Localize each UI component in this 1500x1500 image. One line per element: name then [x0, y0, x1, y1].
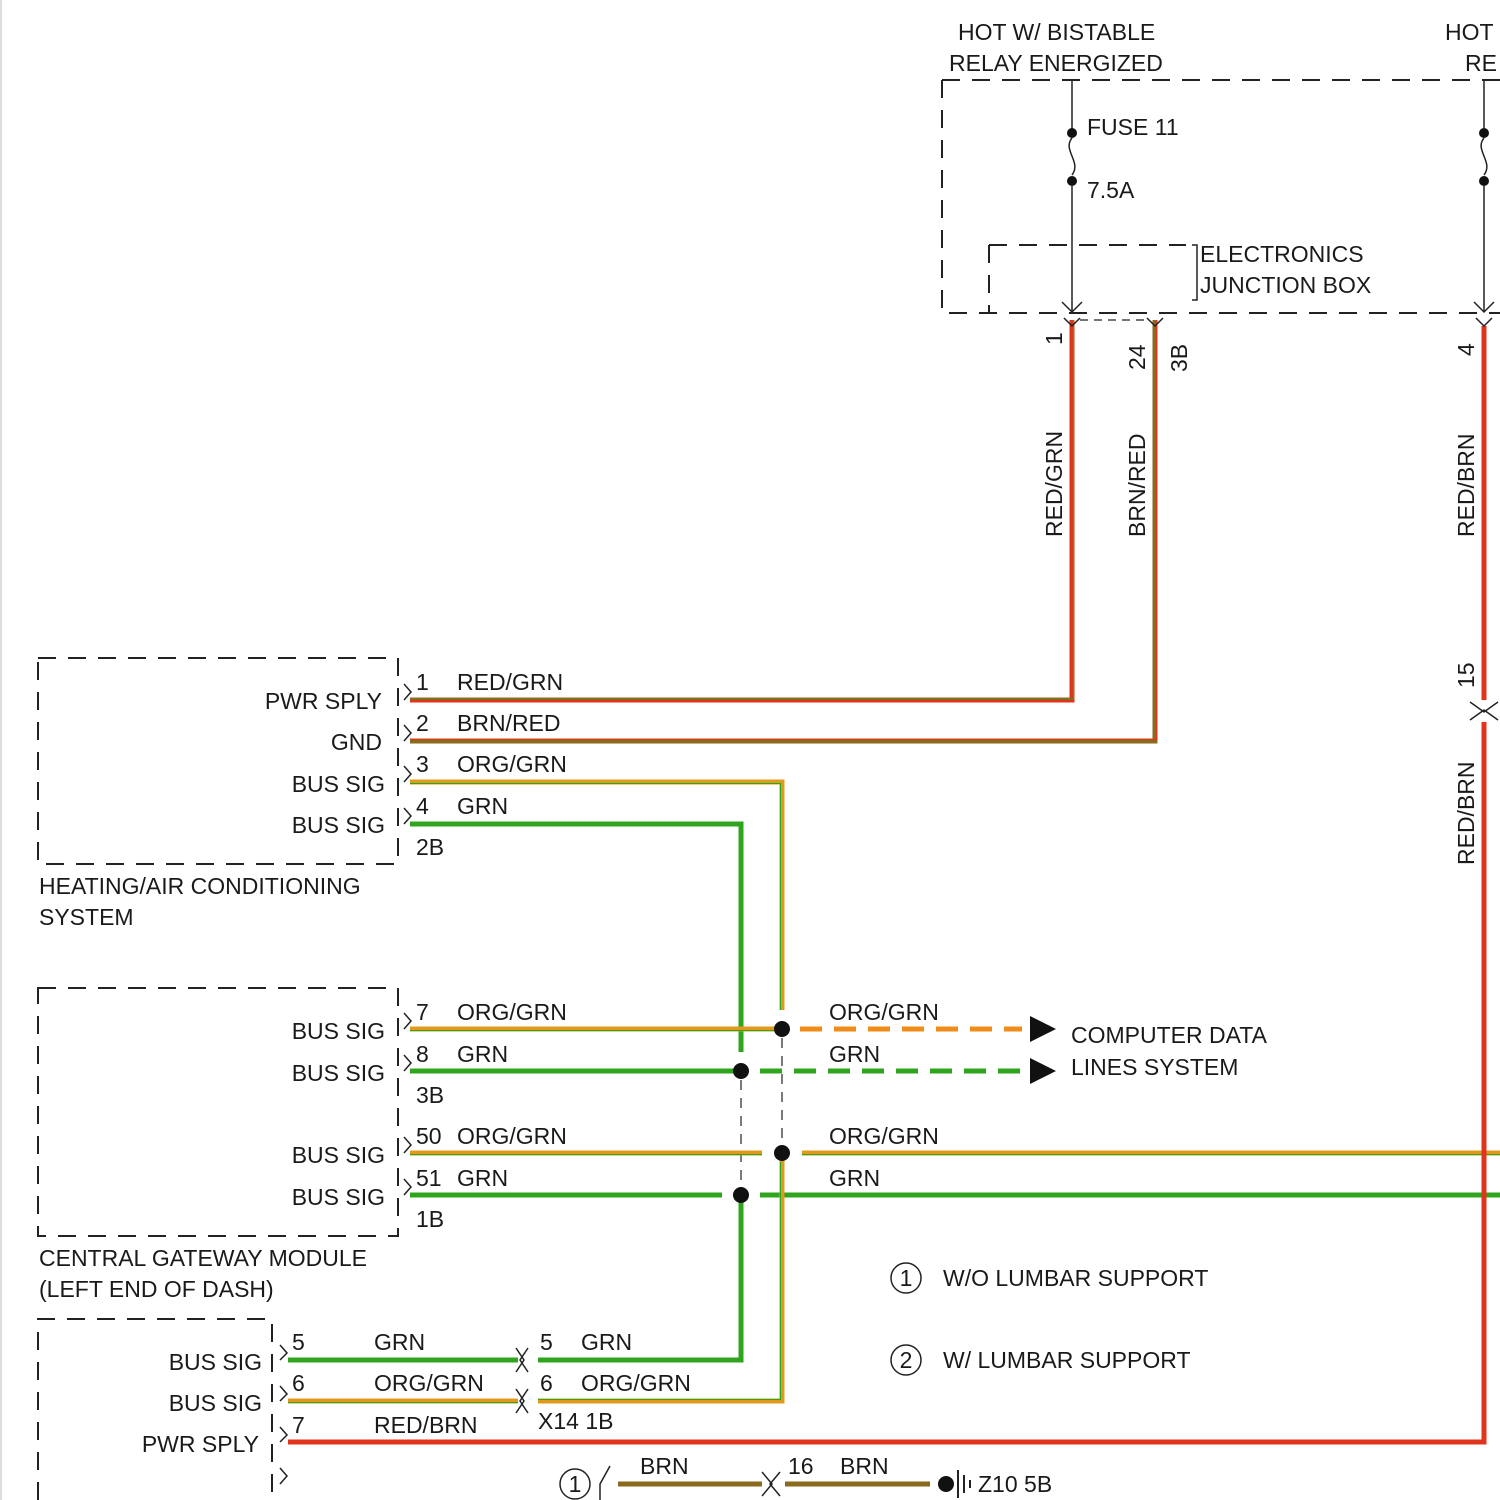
hvac-pin-2-function: GND	[331, 729, 382, 755]
hot2-label-line1: HOT	[1445, 19, 1494, 45]
hvac-name-line2: SYSTEM	[39, 904, 134, 930]
ground-icon	[958, 1470, 970, 1498]
gw-connector-1b: 1B	[416, 1206, 444, 1232]
gw-pin-8-right-wire: GRN	[829, 1041, 880, 1067]
hot2-label-line2: RE	[1465, 50, 1497, 76]
x14-pin-6-wire: ORG/GRN	[581, 1370, 691, 1396]
wire-red-grn	[410, 320, 1072, 700]
gateway-connector-marks	[404, 1013, 411, 1195]
gw-pin-7-right-wire: ORG/GRN	[829, 999, 939, 1025]
splice-dot	[733, 1187, 749, 1203]
hvac-pin-3-number: 3	[416, 751, 429, 777]
gw-pin-50-function: BUS SIG	[292, 1142, 385, 1168]
central-gateway-module: BUS SIG BUS SIG BUS SIG BUS SIG 7 8 50 5…	[38, 988, 939, 1302]
seat-pin-6-number: 6	[292, 1370, 305, 1396]
hvac-pin-4-number: 4	[416, 793, 429, 819]
hvac-connector-marks	[404, 684, 411, 824]
gw-pin-7-wire: ORG/GRN	[457, 999, 567, 1025]
splice-dot	[774, 1021, 790, 1037]
hot-label-line1: HOT W/ BISTABLE	[958, 19, 1155, 45]
gw-pin-51-number: 51	[416, 1165, 442, 1191]
legend-1-number: 1	[900, 1265, 913, 1291]
computer-data-line1: COMPUTER DATA	[1071, 1022, 1268, 1048]
hvac-pin-2-wire: BRN/RED	[457, 710, 561, 736]
arrow-icon	[1030, 1016, 1056, 1042]
seat-module: BUS SIG BUS SIG PWR SPLY 5 6 7 GRN ORG/G…	[38, 1319, 691, 1500]
ground-dot	[938, 1476, 954, 1492]
seat-pin-7-wire: RED/BRN	[374, 1412, 478, 1438]
junction-box-name-line2: JUNCTION BOX	[1200, 272, 1371, 298]
seat-pin-5-number: 5	[292, 1329, 305, 1355]
gw-pin-51-right-wire: GRN	[829, 1165, 880, 1191]
gw-pin-50-number: 50	[416, 1123, 442, 1149]
fuse-rating: 7.5A	[1087, 177, 1135, 203]
hvac-connector-id: 2B	[416, 834, 444, 860]
x14-connector-id: X14 1B	[538, 1408, 613, 1434]
gw-pin-8-number: 8	[416, 1041, 429, 1067]
bottom-pin-16: 16	[788, 1453, 814, 1479]
fuse-name: FUSE 11	[1087, 114, 1179, 140]
gateway-name-line2: (LEFT END OF DASH)	[39, 1276, 274, 1302]
pin-4-label: 4	[1453, 343, 1479, 356]
bottom-wire-right: BRN	[840, 1453, 889, 1479]
hvac-pin-4-wire: GRN	[457, 793, 508, 819]
hvac-pin-2-number: 2	[416, 710, 429, 736]
hot-label-line2: RELAY ENERGIZED	[949, 50, 1163, 76]
bottom-ground-circuit: 1 BRN 16 BRN Z10 5B	[560, 1453, 1052, 1500]
gw-pin-51-function: BUS SIG	[292, 1184, 385, 1210]
bottom-wire-left: BRN	[640, 1453, 689, 1479]
hvac-name-line1: HEATING/AIR CONDITIONING	[39, 873, 361, 899]
x14-pin-5-number: 5	[540, 1329, 553, 1355]
wire-label-red-grn: RED/GRN	[1041, 431, 1067, 537]
junction-box-name-line1: ELECTRONICS	[1200, 241, 1364, 267]
wire-label-brn-red: BRN/RED	[1124, 433, 1150, 537]
connector-3b-label: 3B	[1166, 344, 1192, 372]
option-circle-number: 1	[569, 1471, 582, 1497]
wire-label-red-brn-upper: RED/BRN	[1453, 433, 1479, 537]
gw-pin-50-wire: ORG/GRN	[457, 1123, 567, 1149]
legend: 1 W/O LUMBAR SUPPORT 2 W/ LUMBAR SUPPORT	[891, 1263, 1208, 1375]
seat-pin-6-wire: ORG/GRN	[374, 1370, 484, 1396]
pin-15-label: 15	[1453, 662, 1479, 688]
pin-24-label: 24	[1124, 344, 1150, 370]
gw-pin-51-wire: GRN	[457, 1165, 508, 1191]
electronics-junction-box: HOT W/ BISTABLE RELAY ENERGIZED HOT RE F…	[942, 19, 1500, 372]
hvac-pin-1-function: PWR SPLY	[265, 688, 382, 714]
x14-pin-6-number: 6	[540, 1370, 553, 1396]
seat-pin-5-wire: GRN	[374, 1329, 425, 1355]
hvac-pin-3-function: BUS SIG	[292, 771, 385, 797]
legend-1-text: W/O LUMBAR SUPPORT	[943, 1265, 1208, 1291]
gw-pin-8-function: BUS SIG	[292, 1060, 385, 1086]
wires	[288, 320, 1500, 1484]
seat-pin-7-function: PWR SPLY	[142, 1431, 259, 1457]
gw-connector-3b: 3B	[416, 1082, 444, 1108]
legend-2-number: 2	[900, 1347, 913, 1373]
hvac-pin-3-wire: ORG/GRN	[457, 751, 567, 777]
splice-dot	[733, 1063, 749, 1079]
seat-pin-6-function: BUS SIG	[169, 1390, 262, 1416]
splice-dot	[774, 1145, 790, 1161]
legend-2-text: W/ LUMBAR SUPPORT	[943, 1347, 1191, 1373]
gw-pin-8-wire: GRN	[457, 1041, 508, 1067]
hvac-pin-1-wire: RED/GRN	[457, 669, 563, 695]
hvac-pin-4-function: BUS SIG	[292, 812, 385, 838]
x14-pin-5-wire: GRN	[581, 1329, 632, 1355]
ground-id: Z10 5B	[978, 1471, 1052, 1497]
seat-pin-5-function: BUS SIG	[169, 1349, 262, 1375]
gateway-name-line1: CENTRAL GATEWAY MODULE	[39, 1245, 367, 1271]
gw-pin-7-function: BUS SIG	[292, 1018, 385, 1044]
computer-data-line2: LINES SYSTEM	[1071, 1054, 1238, 1080]
wire-label-red-brn-lower: RED/BRN	[1453, 761, 1479, 865]
hvac-pin-1-number: 1	[416, 669, 429, 695]
seat-pin-7-number: 7	[292, 1412, 305, 1438]
gw-pin-7-number: 7	[416, 999, 429, 1025]
arrow-icon	[1030, 1058, 1056, 1084]
gw-pin-50-right-wire: ORG/GRN	[829, 1123, 939, 1149]
pin-1-label: 1	[1041, 332, 1067, 345]
wire-red-brn	[288, 326, 1484, 1442]
seat-connector-marks	[280, 1345, 287, 1484]
